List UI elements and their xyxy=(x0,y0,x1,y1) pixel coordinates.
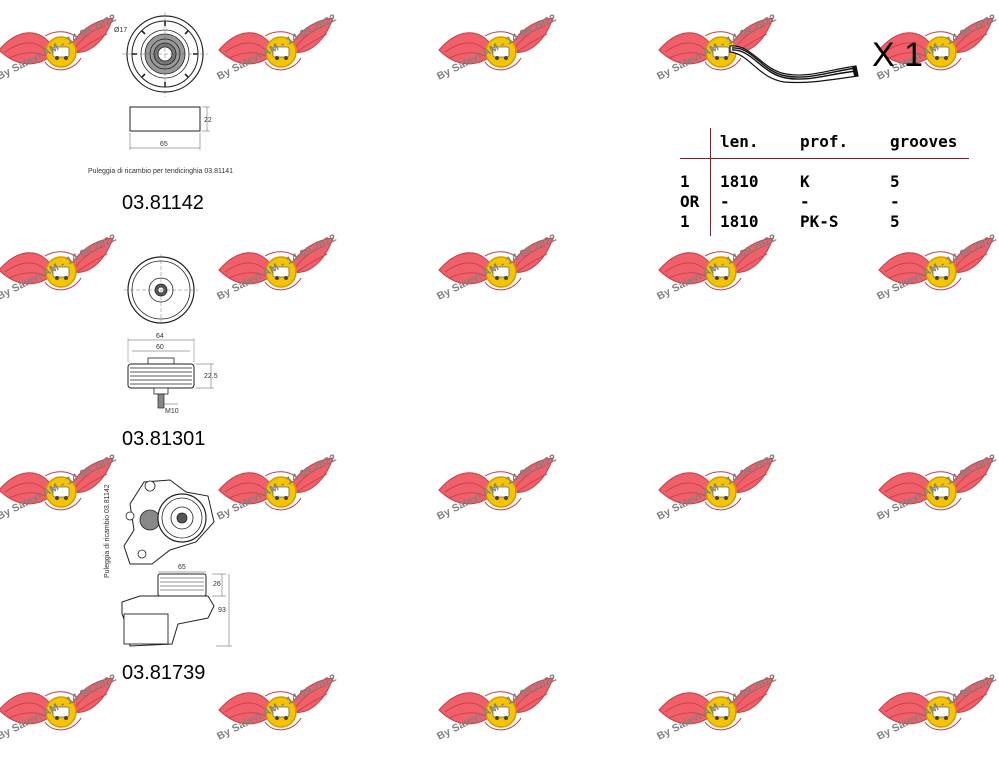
winged-badge-logo xyxy=(658,457,774,511)
row-3-qty: 1 xyxy=(680,212,690,231)
height-label: 22 xyxy=(204,117,212,124)
winged-badge-logo xyxy=(658,237,774,291)
watermark: By Salevi AM - 14.09.2022 xyxy=(875,12,999,117)
winged-badge-logo xyxy=(218,17,334,71)
row-3-len: 1810 xyxy=(720,212,759,231)
winged-badge-logo xyxy=(0,237,114,291)
watermark: By Salevi AM - 14.09.2022 xyxy=(0,232,120,337)
watermark: By Salevi AM - 14.09.2022 xyxy=(0,12,120,117)
top-height-label: 26 xyxy=(213,581,221,588)
height-label: 22.5 xyxy=(204,373,218,380)
row-2-len: - xyxy=(720,192,730,211)
watermark: By Salevi AM - 14.09.2022 xyxy=(435,232,560,337)
tensioner-drawing: 65 26 93 xyxy=(100,474,240,654)
part-code-2: 03.81301 xyxy=(122,428,206,450)
row-1-grooves: 5 xyxy=(890,172,900,191)
diameter-label: Ø17 xyxy=(114,27,127,34)
belt-spec-table: len. prof. grooves 1 1810 K 5 OR - - - 1… xyxy=(680,128,970,236)
row-3-grooves: 5 xyxy=(890,212,900,231)
watermark: By Salevi AM - 14.09.2022 xyxy=(0,452,120,557)
winged-badge-logo xyxy=(878,17,994,71)
watermark: By Salevi AM - 14.09.2022 xyxy=(435,12,560,117)
row-1-prof: K xyxy=(800,172,810,191)
bolt-label: M10 xyxy=(165,408,179,415)
row-1-qty: 1 xyxy=(680,172,690,191)
watermark: By Salevi AM - 14.09.2022 xyxy=(655,672,780,777)
winged-badge-logo xyxy=(438,237,554,291)
row-2-prof: - xyxy=(800,192,810,211)
table-column-divider xyxy=(710,128,711,236)
inner-width-label: 60 xyxy=(156,344,164,351)
pulley-drawing-2: 64 60 22.5 M10 xyxy=(118,254,228,419)
header-len: len. xyxy=(720,132,759,151)
watermark: By Salevi AM - 14.09.2022 xyxy=(215,232,340,337)
part-code-3: 03.81739 xyxy=(122,662,206,684)
winged-badge-logo xyxy=(0,17,114,71)
watermark: By Salevi AM - 14.09.2022 xyxy=(875,672,999,777)
winged-badge-logo xyxy=(658,17,774,71)
row-3-prof: PK-S xyxy=(800,212,839,231)
outer-width-label: 64 xyxy=(156,333,164,340)
watermark: By Salevi AM - 14.09.2022 xyxy=(0,672,120,777)
table-header-divider xyxy=(680,158,969,159)
header-grooves: grooves xyxy=(890,132,958,151)
watermark: By Salevi AM - 14.09.2022 xyxy=(875,452,999,557)
width-label: 65 xyxy=(178,564,186,571)
width-label: 65 xyxy=(160,141,168,148)
watermark: By Salevi AM - 14.09.2022 xyxy=(655,12,780,117)
row-2-qty: OR xyxy=(680,192,700,211)
total-height-label: 93 xyxy=(218,607,226,614)
row-2-grooves: - xyxy=(890,192,900,211)
watermark: By Salevi AM - 14.09.2022 xyxy=(215,672,340,777)
pulley-caption-1: Puleggia di ricambio per tendicinghia 03… xyxy=(88,168,234,175)
part-code-1: 03.81142 xyxy=(122,192,204,214)
winged-badge-logo xyxy=(878,457,994,511)
winged-badge-logo xyxy=(218,457,334,511)
row-1-len: 1810 xyxy=(720,172,759,191)
winged-badge-logo xyxy=(438,17,554,71)
watermark: By Salevi AM - 14.09.2022 xyxy=(655,232,780,337)
winged-badge-logo xyxy=(0,457,114,511)
watermark: By Salevi AM - 14.09.2022 xyxy=(435,672,560,777)
header-prof: prof. xyxy=(800,132,849,151)
watermark: By Salevi AM - 14.09.2022 xyxy=(215,452,340,557)
watermark: By Salevi AM - 14.09.2022 xyxy=(435,452,560,557)
belt-quantity: X 1 xyxy=(872,36,924,74)
watermark: By Salevi AM - 14.09.2022 xyxy=(875,232,999,337)
winged-badge-logo xyxy=(438,457,554,511)
winged-badge-logo xyxy=(218,237,334,291)
winged-badge-logo xyxy=(878,237,994,291)
pulley-drawing-1: Ø17 22 65 xyxy=(110,12,220,162)
ribbed-belt-drawing xyxy=(728,40,860,84)
tensioner-caption: Puleggia di ricambio 03.81142 xyxy=(104,484,111,578)
watermark: By Salevi AM - 14.09.2022 xyxy=(215,12,340,117)
watermark: By Salevi AM - 14.09.2022 xyxy=(655,452,780,557)
